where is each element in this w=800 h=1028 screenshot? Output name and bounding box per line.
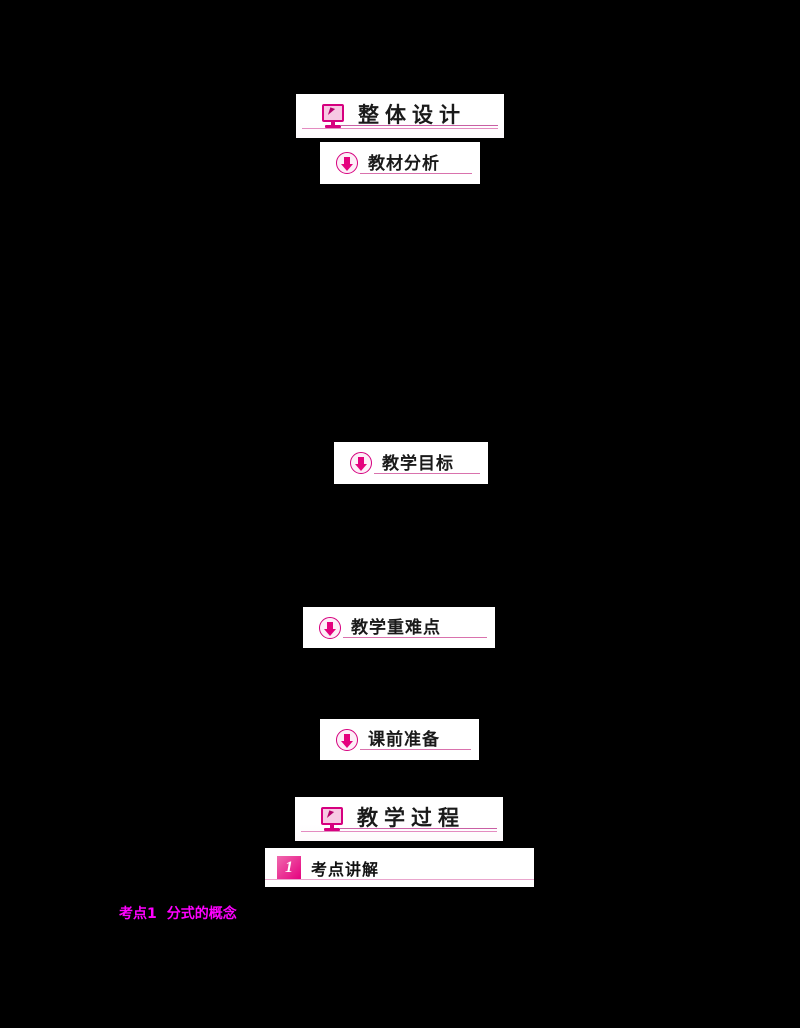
divider-accent: [339, 828, 497, 829]
section-title: 课前准备: [368, 730, 440, 750]
divider: [343, 637, 487, 638]
circle-down-arrow-icon: [336, 728, 358, 751]
divider: [374, 473, 480, 474]
section-title: 教学目标: [382, 453, 454, 474]
divider-accent: [340, 125, 498, 126]
overlay-exam-point-label: 考点1: [119, 906, 157, 922]
section-header-teaching-process[interactable]: 教学过程: [295, 797, 503, 841]
divider: [265, 879, 534, 880]
circle-down-arrow-icon: [336, 152, 358, 174]
number-badge-label: 1: [285, 858, 293, 876]
divider: [301, 831, 497, 832]
circle-down-arrow-icon: [319, 616, 341, 639]
monitor-cursor-icon: [319, 807, 345, 831]
section-title: 考点讲解: [311, 859, 380, 879]
divider: [360, 749, 471, 750]
section-title: 整体设计: [358, 102, 466, 127]
section-title: 教学重难点: [351, 618, 441, 638]
monitor-cursor-icon: [320, 104, 346, 128]
number-badge-icon: 1: [277, 855, 301, 880]
overlay-exam-point-title: 分式的概念: [166, 906, 237, 922]
divider: [360, 173, 472, 174]
section-header-key-difficult-points[interactable]: 教学重难点: [303, 607, 495, 648]
section-header-pre-class-preparation[interactable]: 课前准备: [320, 719, 479, 760]
overlay-exam-point-heading: 考点1 分式的概念: [119, 903, 237, 923]
section-title: 教材分析: [368, 153, 440, 174]
section-header-exam-point-explanation[interactable]: 1 考点讲解: [265, 848, 534, 887]
section-header-overall-design[interactable]: 整体设计: [296, 94, 504, 138]
divider: [302, 128, 498, 129]
section-header-teaching-objectives[interactable]: 教学目标: [334, 442, 488, 484]
circle-down-arrow-icon: [350, 452, 372, 474]
section-header-textbook-analysis[interactable]: 教材分析: [320, 142, 480, 184]
section-title: 教学过程: [357, 805, 465, 830]
